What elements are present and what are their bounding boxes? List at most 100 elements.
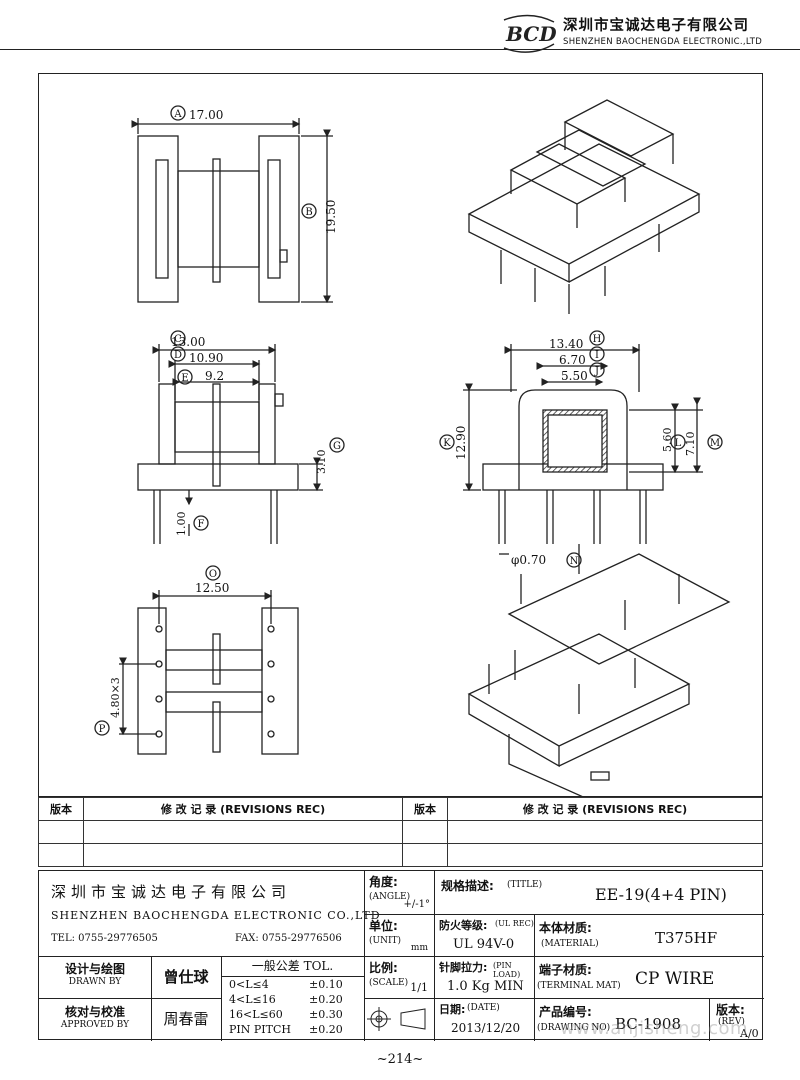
approved-label-cell: 核对与校准 APPROVED BY xyxy=(39,998,152,1041)
svg-text:12.50: 12.50 xyxy=(195,581,229,595)
rec-col-header-2: 修 改 记 录 (REVISIONS REC) xyxy=(447,797,763,821)
svg-text:5.50: 5.50 xyxy=(561,369,588,383)
terminal-label-en: (TERMINAL MAT) xyxy=(537,981,621,991)
drawn-label: 设计与绘图 xyxy=(64,962,125,976)
page-number: ~214~ xyxy=(376,1052,424,1067)
drawn-by-name: 曾仕球 xyxy=(151,956,222,999)
tolerance-row: 16<L≤60±0.30 xyxy=(229,1008,343,1021)
bottom-view xyxy=(94,565,299,755)
svg-text:7.10: 7.10 xyxy=(684,432,697,457)
svg-text:E: E xyxy=(181,373,188,384)
angle-label-en: (ANGLE) xyxy=(369,892,411,902)
rev-col-header: 版本 xyxy=(38,797,84,821)
approved-label-en: APPROVED BY xyxy=(60,1020,130,1030)
isometric-view-bottom xyxy=(467,544,731,796)
title-company-cn: 深圳市宝诚达电子有限公司 xyxy=(51,883,292,901)
front-view xyxy=(137,330,345,544)
ul-label-en: (UL REC) xyxy=(495,919,534,928)
title-cell: 规格描述: (TITLE) EE-19(4+4 PIN) xyxy=(434,871,764,914)
svg-text:10.90: 10.90 xyxy=(189,351,223,365)
drawing-no-value: BC-1908 xyxy=(615,1015,682,1033)
unit-label: 单位: xyxy=(369,919,398,933)
revision-table: 版本 修 改 记 录 (REVISIONS REC) 版本 修 改 记 录 (R… xyxy=(38,797,763,867)
scale-value: 1/1 xyxy=(410,981,428,994)
svg-text:6.70: 6.70 xyxy=(559,353,586,367)
svg-text:19.50: 19.50 xyxy=(324,200,338,234)
header-rule xyxy=(0,49,800,50)
material-label: 本体材质: xyxy=(539,921,592,935)
company-name-en: SHENZHEN BAOCHENGDA ELECTRONIC.,LTD xyxy=(563,37,763,47)
side-view xyxy=(439,330,723,568)
company-logo: BCD xyxy=(503,14,557,53)
drawn-label-en: DRAWN BY xyxy=(68,977,122,987)
svg-text:BCD: BCD xyxy=(505,22,557,46)
svg-text:17.00: 17.00 xyxy=(189,108,223,122)
tolerance-row: 0<L≤4±0.10 xyxy=(229,978,343,991)
svg-text:P: P xyxy=(99,724,106,735)
drawn-label-cell: 设计与绘图 DRAWN BY xyxy=(39,956,152,999)
svg-text:1.00: 1.00 xyxy=(175,512,188,537)
svg-text:5.60: 5.60 xyxy=(661,428,674,453)
title-label-en: (TITLE) xyxy=(507,880,543,890)
technical-drawing: 17.00 19.50 13.00 10.90 9.2 3.10 1.00 12… xyxy=(94,99,731,796)
unit-cell: 单位: (UNIT) mm xyxy=(364,914,434,956)
svg-text:4.80×3: 4.80×3 xyxy=(109,677,122,718)
title-value: EE-19(4+4 PIN) xyxy=(595,885,727,904)
rev-cell: 版本: (REV) A/0 xyxy=(709,998,764,1041)
drawing-frame xyxy=(38,73,763,797)
signature-area xyxy=(39,956,364,1041)
title-company-en: SHENZHEN BAOCHENGDA ELECTRONIC CO.,LTD xyxy=(51,909,381,922)
rev-col-header-2: 版本 xyxy=(402,797,448,821)
tolerance-title: 一般公差 TOL. xyxy=(221,956,364,977)
material-label-en: (MATERIAL) xyxy=(541,939,599,949)
date-cell: 日期: (DATE) 2013/12/20 xyxy=(434,998,534,1041)
material-value: T375HF xyxy=(655,929,718,947)
svg-text:D: D xyxy=(174,350,182,361)
watermark: www.anjisheng.com xyxy=(560,1018,749,1039)
svg-text:I: I xyxy=(595,350,599,361)
tolerance-row: 4<L≤16±0.20 xyxy=(229,993,343,1006)
svg-text:O: O xyxy=(209,569,217,580)
top-view xyxy=(131,105,333,304)
date-label: 日期: xyxy=(439,1003,466,1016)
unit-label-en: (UNIT) xyxy=(369,936,402,946)
svg-text:K: K xyxy=(443,438,451,449)
svg-text:B: B xyxy=(305,207,312,218)
rev-label-en: (REV) xyxy=(718,1017,745,1027)
drawing-no-cell: 产品编号: (DRAWING NO) BC-1908 xyxy=(534,998,709,1041)
terminal-cell: 端子材质: (TERMINAL MAT) CP WIRE xyxy=(534,956,764,998)
company-name-cn: 深圳市宝诚达电子有限公司 xyxy=(563,18,749,34)
rec-cell xyxy=(83,843,403,867)
svg-text:13.00: 13.00 xyxy=(171,335,205,349)
svg-text:M: M xyxy=(710,438,720,449)
projection-icon xyxy=(367,1007,426,1031)
terminal-label: 端子材质: xyxy=(539,963,592,977)
approved-by-name: 周春雷 xyxy=(151,998,222,1041)
rev-value: A/0 xyxy=(740,1027,759,1040)
projection-symbol xyxy=(364,998,434,1041)
pinload-label: 针脚拉力: xyxy=(439,961,488,974)
scale-label: 比例: xyxy=(369,961,398,975)
date-value: 2013/12/20 xyxy=(451,1021,521,1035)
ul-value: UL 94V-0 xyxy=(453,937,515,952)
rev-cell xyxy=(38,843,84,867)
svg-text:F: F xyxy=(198,519,205,530)
svg-text:9.2: 9.2 xyxy=(205,369,224,383)
rec-cell xyxy=(83,820,403,844)
ul-label: 防火等级: xyxy=(439,919,488,932)
terminal-value: CP WIRE xyxy=(635,969,715,989)
angle-cell: 角度: (ANGLE) +/-1° xyxy=(364,871,434,914)
pinload-label-en: (PIN LOAD) xyxy=(493,961,521,979)
svg-text:A: A xyxy=(173,109,182,120)
svg-text:H: H xyxy=(593,334,602,345)
svg-text:L: L xyxy=(675,438,682,449)
angle-label: 角度: xyxy=(369,875,398,889)
svg-text:13.40: 13.40 xyxy=(549,337,583,351)
unit-value: mm xyxy=(410,943,428,953)
drawing-no-label: 产品编号: xyxy=(539,1005,592,1019)
rev-cell xyxy=(38,820,84,844)
rev-label: 版本: xyxy=(716,1003,745,1017)
title-block: 深圳市宝诚达电子有限公司 SHENZHEN BAOCHENGDA ELECTRO… xyxy=(38,870,764,1041)
svg-text:3.10: 3.10 xyxy=(315,450,328,475)
title-tel: TEL: 0755-29776505 xyxy=(51,933,158,944)
